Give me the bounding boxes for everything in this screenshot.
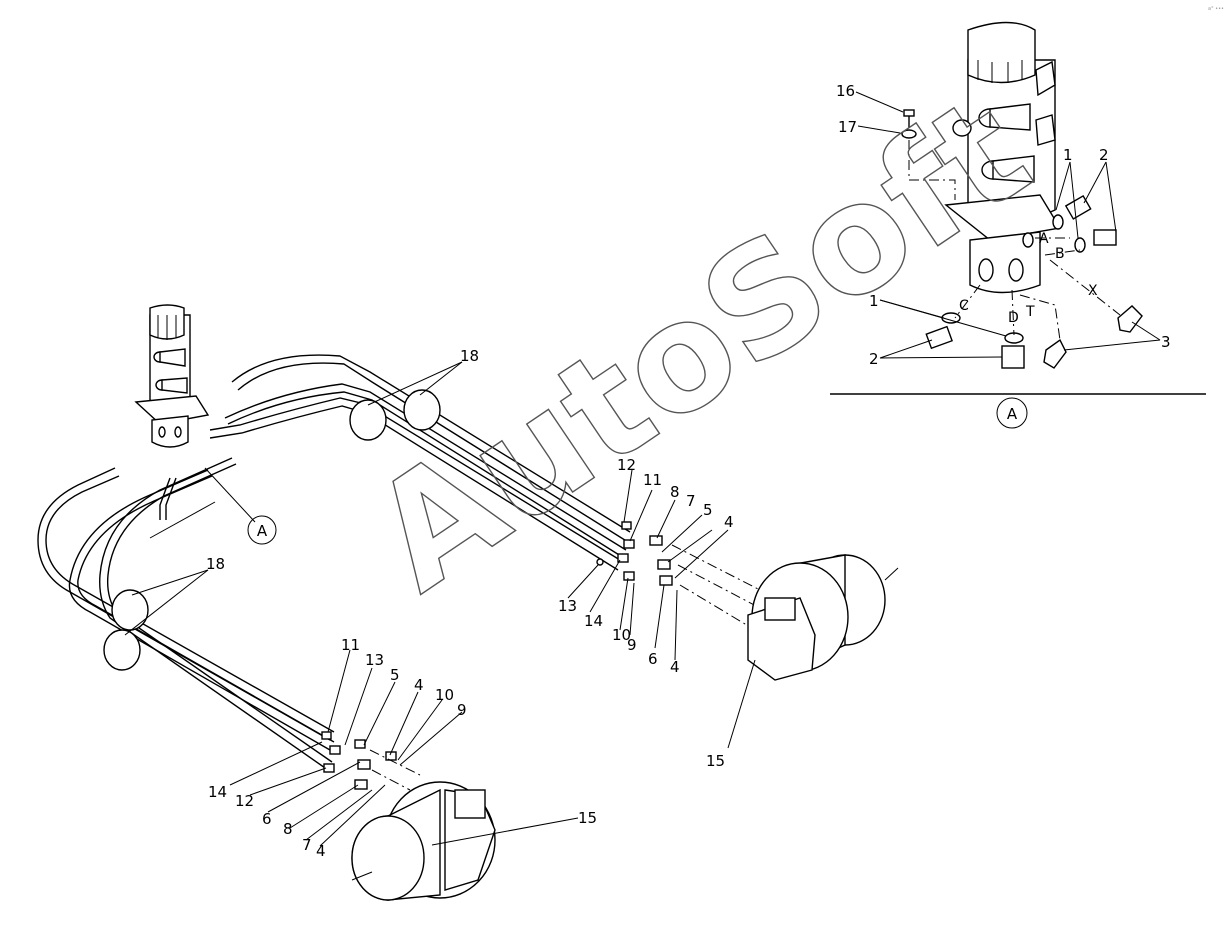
- main-leaders: [124, 361, 756, 847]
- callout-6-left: 6: [262, 810, 272, 828]
- callout-11-right: 11: [643, 471, 662, 489]
- view-a-callout-label: A: [257, 522, 268, 540]
- callout-4-left-lower: 4: [316, 842, 326, 860]
- bolt-detail: [901, 109, 956, 200]
- view-a-label: A: [1007, 405, 1018, 423]
- callout-9-right: 9: [627, 636, 637, 654]
- callout-18-lower: 18: [206, 555, 225, 573]
- callout-4-right-lower: 4: [670, 658, 680, 676]
- callout-15-left: 15: [578, 809, 597, 827]
- callout-14-right: 14: [584, 612, 603, 630]
- callout-labels: A B C D T X A A 16 17 1 2 1 2 3 18 18 12…: [206, 82, 1171, 860]
- callout-13-right: 13: [558, 597, 577, 615]
- callout-7-right: 7: [686, 492, 696, 510]
- callout-1-detail-upper: 1: [1063, 146, 1073, 164]
- callout-18-upper: 18: [460, 347, 479, 365]
- port-label-a: A: [1039, 231, 1049, 247]
- callout-5-right: 5: [703, 501, 713, 519]
- callout-8-right: 8: [670, 483, 680, 501]
- callout-15-right: 15: [706, 752, 725, 770]
- callout-4-left-upper: 4: [414, 676, 424, 694]
- callout-1-detail-lower: 1: [869, 292, 879, 310]
- port-label-x: X: [1088, 283, 1098, 299]
- corner-mark: a° •••: [1208, 6, 1224, 12]
- detail-view-a: [830, 21, 1206, 429]
- callout-11-left: 11: [341, 636, 360, 654]
- fittings-left: [321, 731, 421, 791]
- view-a-callout-circle: [247, 515, 277, 545]
- watermark: AutoSoft: [343, 64, 1059, 625]
- port-label-d: D: [1008, 310, 1019, 326]
- swivel-joint-detail: [944, 21, 1062, 294]
- callout-17: 17: [838, 118, 857, 136]
- callout-2-detail-upper: 2: [1099, 146, 1109, 164]
- clamps: [103, 389, 441, 671]
- callout-7-left: 7: [302, 836, 312, 854]
- callout-12-left: 12: [235, 792, 254, 810]
- callout-4-right-upper: 4: [724, 513, 734, 531]
- fittings-detail: [925, 194, 1143, 369]
- port-label-b: B: [1055, 246, 1065, 262]
- callout-12-right: 12: [617, 456, 636, 474]
- port-label-t: T: [1025, 304, 1035, 320]
- callout-5-left: 5: [390, 666, 400, 684]
- callout-13-left: 13: [365, 651, 384, 669]
- callout-9-left: 9: [457, 701, 467, 719]
- callout-3-detail: 3: [1161, 333, 1171, 351]
- hydraulic-lines: [37, 354, 631, 771]
- callout-6-right: 6: [648, 650, 658, 668]
- swivel-joint: [134, 304, 210, 448]
- port-label-c: C: [959, 298, 969, 314]
- callout-14-left: 14: [208, 783, 227, 801]
- view-a-indicator: [204, 467, 277, 545]
- callout-16: 16: [836, 82, 855, 100]
- callout-10-left: 10: [435, 686, 454, 704]
- callout-10-right: 10: [612, 626, 631, 644]
- detail-leaders: [855, 91, 1161, 359]
- callout-8-left: 8: [283, 820, 293, 838]
- callout-2-detail-lower: 2: [869, 350, 879, 368]
- fittings-right: [596, 521, 761, 631]
- travel-motor-right: [747, 554, 899, 681]
- travel-motor-left: [351, 781, 496, 901]
- view-a-circle: [996, 397, 1028, 429]
- main-assembly: [37, 304, 899, 901]
